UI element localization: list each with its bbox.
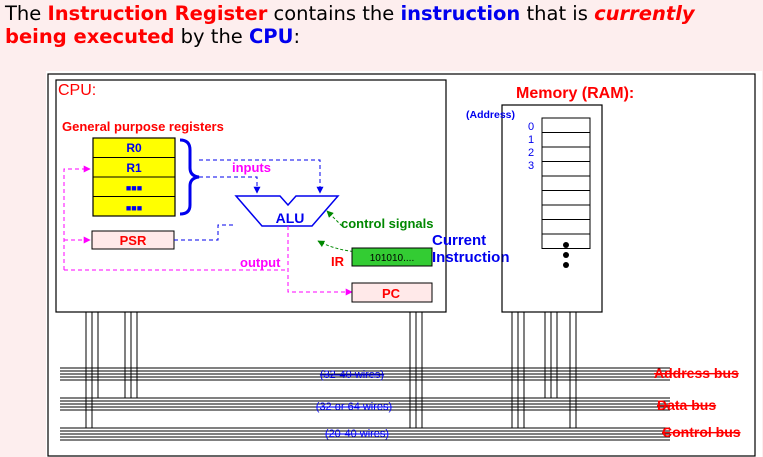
heading-text: that is	[520, 2, 595, 25]
register-r1: R1	[126, 161, 142, 175]
alu-shape	[234, 195, 340, 227]
memory-cells	[541, 117, 591, 249]
heading-text: contains the	[267, 2, 401, 25]
memory-cell	[541, 161, 591, 177]
psr-label: PSR	[120, 233, 147, 248]
control-signals-label: control signals	[341, 216, 433, 231]
output-label: output	[240, 255, 281, 270]
figure-frame	[47, 73, 756, 457]
cpu-label: CPU:	[58, 82, 96, 99]
gpr-label: General purpose registers	[62, 119, 224, 134]
heading-term-instruction: instruction	[400, 2, 521, 25]
memory-cell	[541, 190, 591, 206]
heading-term-being-executed: being executed	[5, 25, 175, 48]
heading-term-cpu: CPU	[249, 25, 294, 48]
cpu-box	[55, 79, 447, 313]
ir-value: 101010....	[370, 253, 414, 264]
register-file: R0 R1 ■■■ ■■■	[92, 137, 176, 217]
memory-ellipsis-dot	[563, 252, 569, 258]
ir-label: IR	[331, 254, 345, 269]
heading-text: :	[293, 25, 301, 48]
memory-ellipsis-dot	[563, 242, 569, 248]
psr-to-alu-line	[174, 224, 236, 241]
instruction-register	[351, 247, 433, 267]
memory-cell	[541, 175, 591, 191]
memory-cell	[541, 233, 591, 249]
address-bus-wires: (32-40 wires)	[320, 369, 384, 381]
memory-cell	[541, 117, 591, 133]
register-more: ■■■	[126, 183, 142, 193]
memory-cell	[541, 204, 591, 220]
address-number: 1	[528, 134, 534, 146]
input-line-right	[199, 159, 324, 194]
memory-cell	[541, 132, 591, 148]
data-bus-label: Data bus	[657, 397, 716, 413]
data-bus-wires: (32 or 64 wires)	[316, 401, 392, 413]
memory-ellipsis-dot	[563, 262, 569, 268]
register-more: ■■■	[126, 203, 142, 213]
heading-text: by the	[174, 25, 249, 48]
heading-term-instruction-register: Instruction Register	[47, 2, 268, 25]
vertical-wires	[85, 312, 577, 428]
page-heading: The Instruction Register contains the in…	[5, 2, 763, 48]
heading-term-currently: currently	[594, 2, 695, 25]
address-bus-label: Address bus	[654, 365, 739, 381]
alu-label: ALU	[276, 210, 305, 226]
address-number: 0	[528, 121, 534, 133]
register-r0: R0	[126, 141, 142, 155]
output-to-pc-line	[287, 226, 353, 296]
current-instruction-label: Current	[432, 232, 486, 249]
bus-lines	[60, 367, 670, 441]
memory-cell	[541, 219, 591, 235]
ir-control-arrow	[317, 240, 359, 253]
memory-cell	[541, 146, 591, 162]
address-list: 0 1 2 3	[528, 121, 534, 172]
address-number: 2	[528, 147, 534, 159]
pc-register	[351, 282, 433, 303]
current-instruction-label: Instruction	[432, 249, 510, 266]
feedback-to-registers	[63, 165, 91, 270]
memory-label: Memory (RAM):	[516, 85, 634, 102]
heading-text: The	[5, 2, 48, 25]
control-signals-arrow	[326, 210, 343, 227]
control-bus-wires: (20-40 wires)	[325, 428, 389, 440]
address-number: 3	[528, 160, 534, 172]
address-label: (Address)	[466, 109, 515, 121]
inputs-label: inputs	[232, 160, 271, 175]
memory-box	[501, 104, 603, 313]
input-line-left	[199, 176, 261, 194]
control-bus-label: Control bus	[662, 424, 741, 440]
pc-label: PC	[382, 286, 401, 301]
